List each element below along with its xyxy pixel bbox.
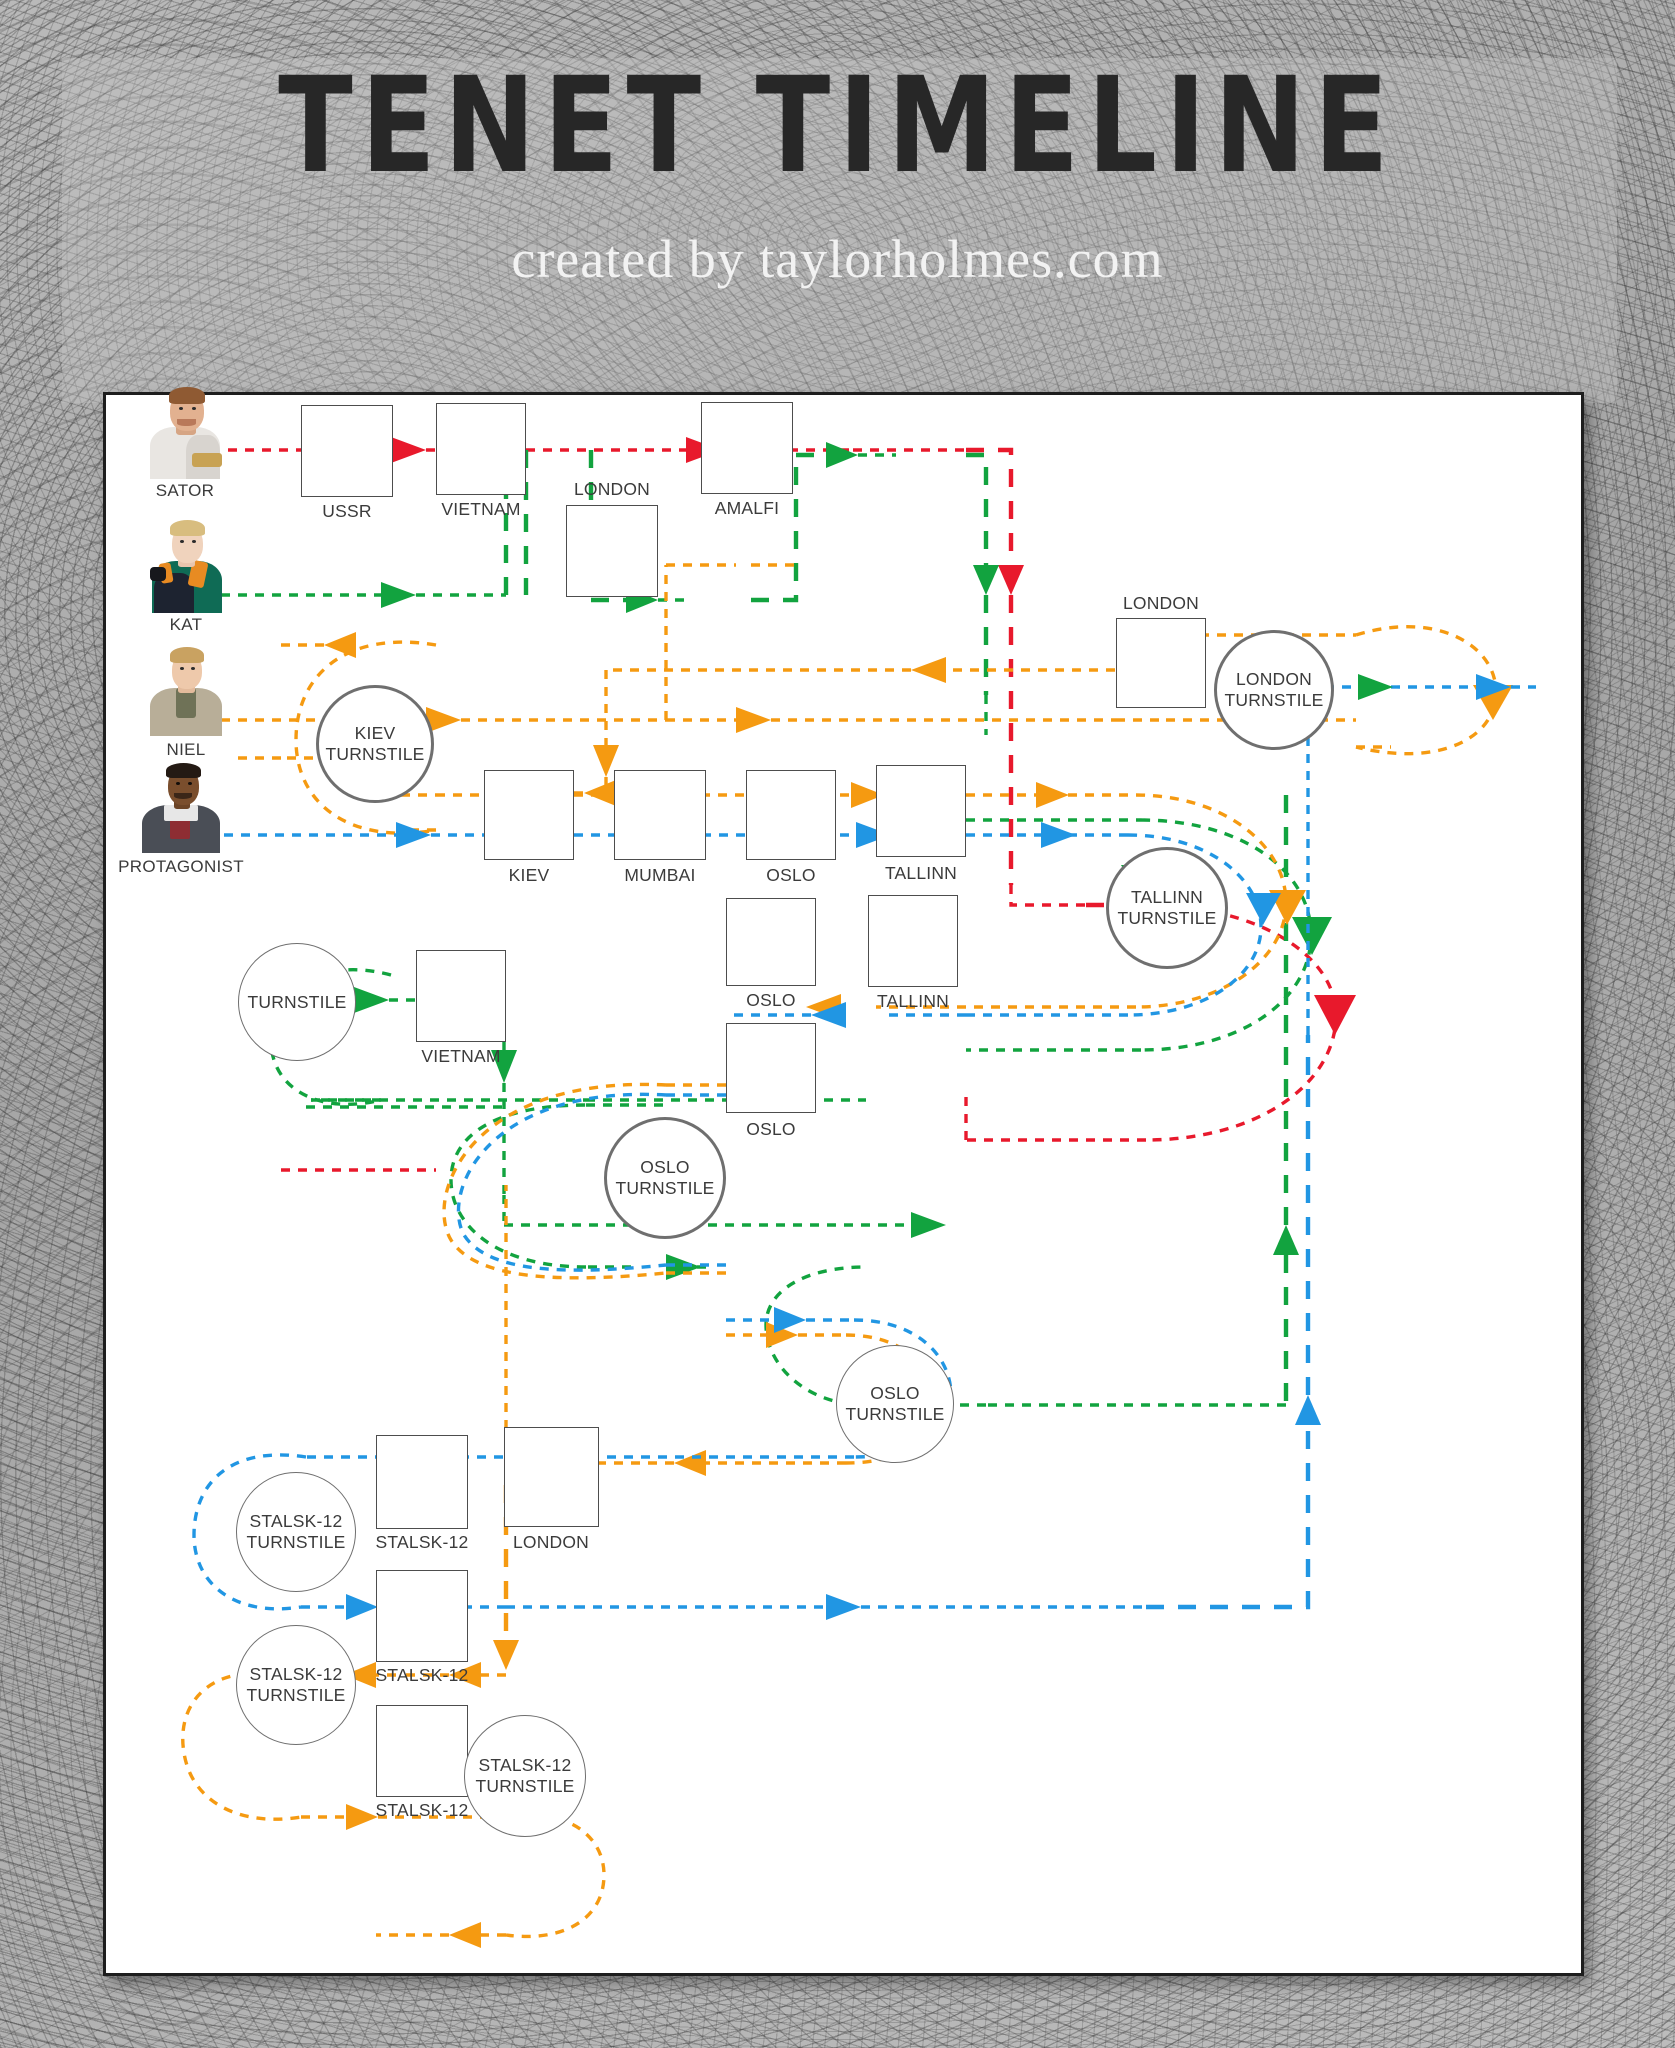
node-stalsk-1[interactable] [376,1435,468,1529]
turnstile-label-plain: TURNSTILE [247,991,347,1012]
node-london-2[interactable] [1116,618,1206,708]
portrait-label-protagonist: PROTAGONIST [118,857,244,876]
node-label-ussr: USSR [322,501,372,521]
node-label-amalfi: AMALFI [714,498,780,518]
node-label-tallinn-2: TALLINN [876,991,950,1011]
node-label-vietnam-2: VIETNAM [421,1046,501,1066]
node-label-vietnam-1: VIETNAM [441,499,521,519]
node-oslo-2[interactable] [726,898,816,986]
node-tallinn-2[interactable] [868,895,958,987]
portrait-niel: NIEL [146,640,226,759]
page-subtitle: created by taylorholmes.com [511,229,1164,289]
timeline-card: .red { stroke:#e8192c; fill:none; } .gre… [103,387,1584,1976]
portrait-kat: KAT [146,515,226,634]
node-vietnam-2[interactable] [416,950,506,1042]
node-label-london-1: LONDON [573,479,651,499]
node-oslo-3[interactable] [726,1023,816,1113]
node-label-london-2: LONDON [1122,593,1200,613]
portrait-label-kat: KAT [169,615,203,634]
node-mumbai[interactable] [614,770,706,860]
node-label-oslo-2: OSLO [746,990,796,1010]
node-ussr[interactable] [301,405,393,497]
node-label-oslo-3: OSLO [746,1119,796,1139]
node-label-stalsk-2: STALSK-12 [375,1665,469,1685]
turnstile-plain[interactable]: TURNSTILE [238,943,356,1061]
portrait-label-niel: NIEL [166,740,206,759]
portrait-label-sator: SATOR [155,481,215,500]
node-label-london-3: LONDON [512,1532,590,1552]
node-vietnam-1[interactable] [436,403,526,495]
timeline-connectors: .red { stroke:#e8192c; fill:none; } .gre… [181,437,1536,1948]
node-label-stalsk-3: STALSK-12 [375,1800,469,1820]
node-label-oslo-1: OSLO [766,865,816,885]
node-tallinn-1[interactable] [876,765,966,857]
node-amalfi[interactable] [701,402,793,494]
node-london-1[interactable] [566,505,658,597]
node-label-mumbai: MUMBAI [624,865,696,885]
node-oslo-1[interactable] [746,770,836,860]
portrait-sator: SATOR [146,383,224,500]
node-stalsk-2[interactable] [376,1570,468,1662]
node-kiev[interactable] [484,770,574,860]
node-london-3[interactable] [504,1427,599,1527]
node-label-kiev: KIEV [508,865,550,885]
node-label-tallinn-1: TALLINN [884,863,958,883]
node-label-stalsk-1: STALSK-12 [375,1532,469,1552]
portrait-protagonist: PROTAGONIST [118,755,244,876]
node-stalsk-3[interactable] [376,1705,468,1797]
header-panel [62,58,1617,403]
page-title: TENET TIMELINE [278,49,1397,203]
